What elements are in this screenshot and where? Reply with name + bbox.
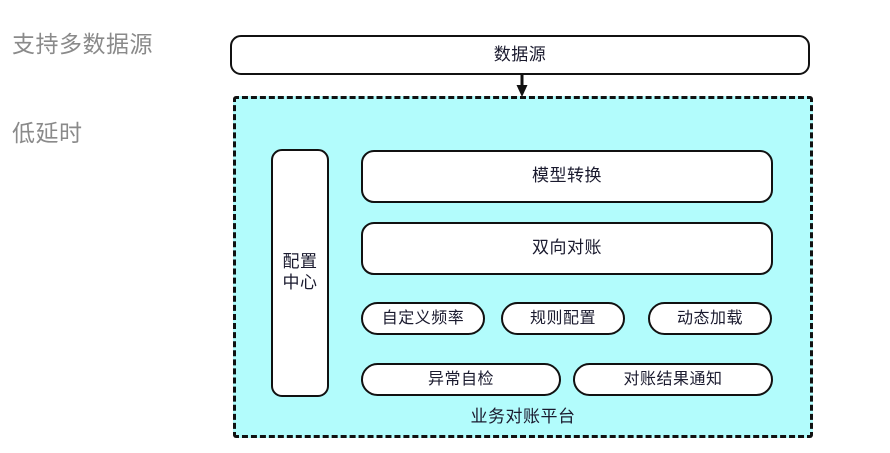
two-way-reconciliation-label: 双向对账 — [532, 238, 602, 258]
platform-caption: 业务对账平台 — [470, 407, 576, 426]
platform-container: 配置 中心 模型转换 双向对账 自定义频率 规则配置 动态加载 异常自检 对账结… — [233, 96, 813, 438]
dynamic-load-node: 动态加载 — [648, 302, 772, 335]
two-way-reconciliation-node: 双向对账 — [361, 222, 773, 275]
config-center-label-line1: 配置 — [282, 252, 318, 272]
model-convert-label: 模型转换 — [532, 166, 602, 186]
rule-config-node: 规则配置 — [501, 302, 625, 335]
datasource-label: 数据源 — [493, 44, 547, 64]
custom-frequency-node: 自定义频率 — [361, 302, 485, 335]
recon-result-notify-label: 对账结果通知 — [623, 370, 723, 388]
config-center-label-line2: 中心 — [282, 273, 318, 292]
custom-frequency-label: 自定义频率 — [381, 309, 465, 327]
datasource-node: 数据源 — [230, 35, 810, 75]
config-center-node: 配置 中心 — [271, 149, 329, 397]
recon-result-notify-node: 对账结果通知 — [573, 363, 773, 396]
annotation-multi-datasource: 支持多数据源 — [12, 31, 153, 57]
abnormal-self-check-label: 异常自检 — [427, 370, 494, 388]
annotation-low-latency: 低延时 — [12, 120, 83, 146]
rule-config-label: 规则配置 — [529, 309, 596, 327]
dynamic-load-label: 动态加载 — [676, 309, 743, 327]
abnormal-self-check-node: 异常自检 — [361, 363, 561, 396]
model-convert-node: 模型转换 — [361, 150, 773, 203]
down-arrow-icon — [516, 74, 528, 97]
